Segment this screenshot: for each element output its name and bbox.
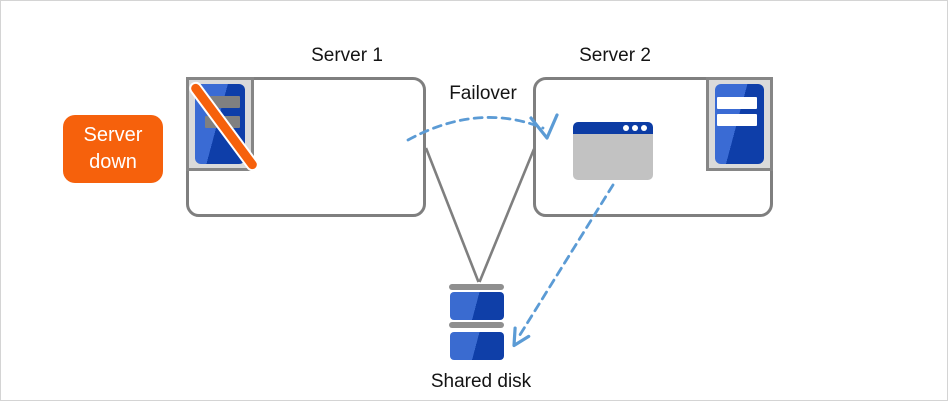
disk-platter-top [450,292,504,320]
failover-label: Failover [449,83,517,104]
shared-disk-label: Shared disk [430,371,532,392]
server-down-badge: Server down [63,115,163,183]
disk-platter-bottom [450,332,504,360]
application-window-icon [573,122,653,180]
server2-icon [706,77,773,171]
server1-to-disk-line [424,147,480,283]
failover-arrow-curve [406,116,545,142]
application-window-titlebar [573,122,653,134]
server2-to-disk-line [478,148,536,283]
window-dot-icon [632,125,638,131]
window-dot-icon [641,125,647,131]
server2-bar-top [717,97,757,109]
server2-bar-bottom [717,114,757,126]
server2-label: Server 2 [579,45,651,66]
server1-label: Server 1 [311,45,383,66]
server2-tower-icon [715,84,764,164]
server-down-badge-label: Server down [83,124,143,173]
application-window-body [573,134,653,180]
disk-cap-top [449,284,504,290]
app-to-disk-arrowhead [512,326,531,348]
window-dot-icon [623,125,629,131]
disk-cap-bottom [449,322,504,328]
server1-icon [186,77,262,174]
